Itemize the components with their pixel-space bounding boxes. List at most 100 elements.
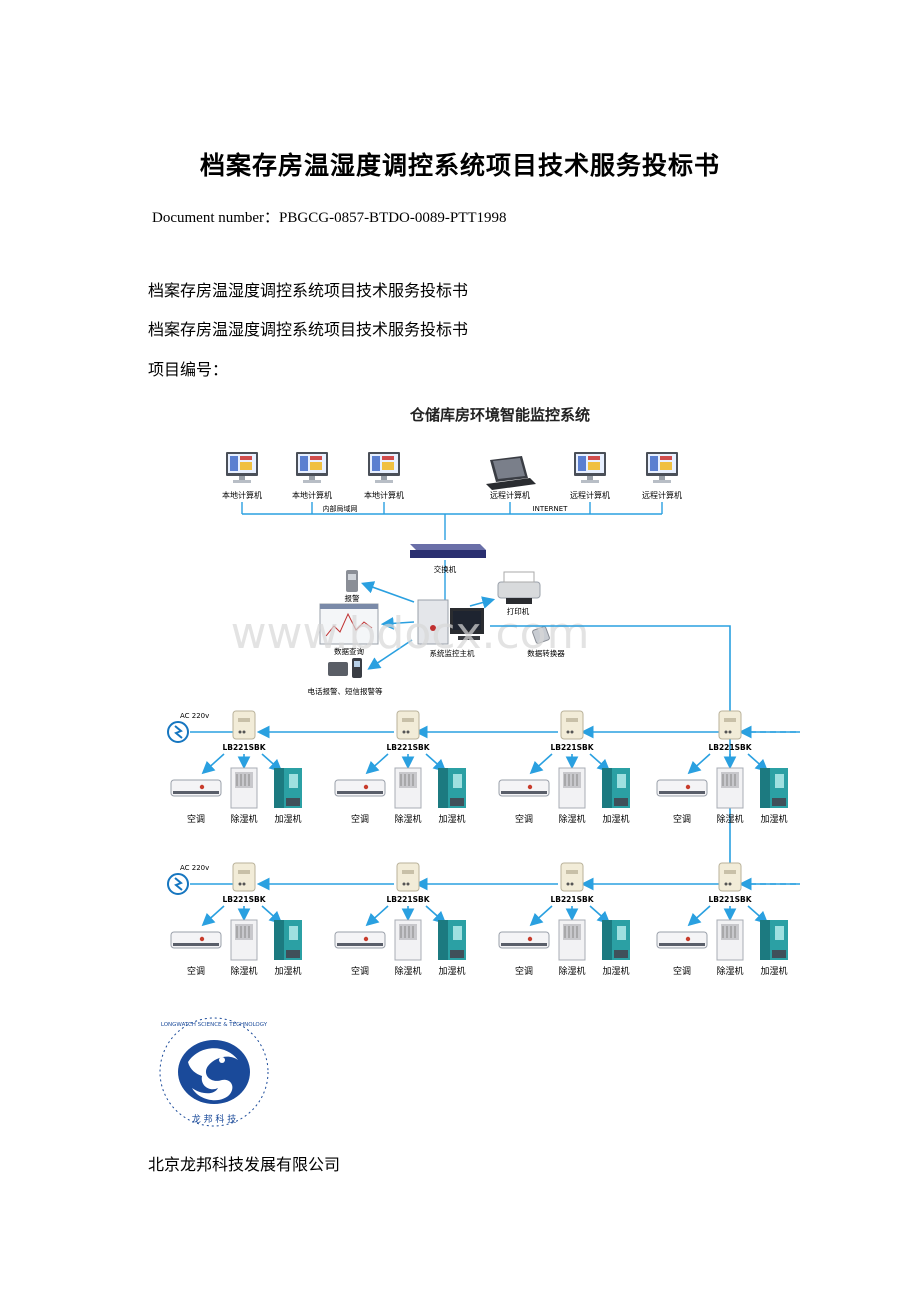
link-arrow bbox=[529, 753, 553, 775]
converter-label: 数据转换器 bbox=[527, 648, 565, 658]
air-conditioner-icon bbox=[334, 779, 386, 797]
switch-icon bbox=[410, 544, 486, 558]
power-icon bbox=[167, 721, 189, 743]
controller-label: LB221SBK bbox=[550, 743, 594, 752]
dehumidifier-icon bbox=[230, 919, 258, 961]
link-arrow bbox=[365, 905, 389, 927]
link-arrow bbox=[261, 905, 283, 925]
device-label: 加湿机 bbox=[438, 965, 465, 977]
air-conditioner-icon bbox=[498, 931, 550, 949]
switch-label: 交换机 bbox=[434, 564, 457, 574]
device-label: 空调 bbox=[673, 965, 691, 977]
air-conditioner-icon bbox=[170, 931, 222, 949]
computer-label: 远程计算机 bbox=[570, 490, 610, 500]
query-label: 数据查询 bbox=[334, 646, 364, 656]
controller-label: LB221SBK bbox=[222, 895, 266, 904]
device-label: 加湿机 bbox=[602, 813, 629, 825]
computer-icon bbox=[368, 452, 400, 483]
company-logo: 龙 邦 科 技 LONGWATCH SCIENCE & TECHNOLOGY bbox=[159, 1017, 269, 1127]
device-label: 除湿机 bbox=[716, 965, 743, 977]
link-arrow bbox=[201, 905, 225, 927]
network-lines bbox=[241, 502, 663, 600]
company-name: 北京龙邦科技发展有限公司 bbox=[148, 1155, 341, 1174]
humidifier-icon bbox=[274, 768, 302, 808]
link-arrow bbox=[425, 905, 447, 925]
logo-ring-text: LONGWATCH SCIENCE & TECHNOLOGY bbox=[161, 1022, 268, 1028]
control-unit: LB221SBK空调除湿机加湿机 bbox=[656, 710, 788, 825]
device-label: 加湿机 bbox=[760, 965, 787, 977]
printer-icon bbox=[497, 571, 541, 604]
power-icon bbox=[167, 873, 189, 895]
humidifier-icon bbox=[438, 920, 466, 960]
dehumidifier-icon bbox=[394, 767, 422, 809]
document-title: 档案存房温湿度调控系统项目技术服务投标书 bbox=[199, 151, 720, 180]
control-unit: LB221SBK空调除湿机加湿机 bbox=[498, 862, 630, 977]
device-label: 加湿机 bbox=[760, 813, 787, 825]
controller-label: LB221SBK bbox=[550, 895, 594, 904]
humidifier-icon bbox=[602, 768, 630, 808]
computer-icon bbox=[226, 452, 258, 483]
link-arrow bbox=[261, 753, 283, 773]
watermark: www.bdocx.com bbox=[231, 608, 590, 659]
paragraph: 项目编号： bbox=[148, 360, 229, 379]
lan-label: 内部局域网 bbox=[323, 504, 358, 513]
device-label: 空调 bbox=[515, 813, 533, 825]
device-label: 除湿机 bbox=[394, 813, 421, 825]
controller-label: LB221SBK bbox=[222, 743, 266, 752]
host-label: 系统监控主机 bbox=[430, 648, 475, 658]
air-conditioner-icon bbox=[656, 779, 708, 797]
data-converter-icon bbox=[532, 626, 550, 644]
humidifier-icon bbox=[274, 920, 302, 960]
dehumidifier-icon bbox=[394, 919, 422, 961]
telephone-icon bbox=[328, 658, 362, 678]
computer-icon bbox=[574, 452, 606, 483]
controller-icon bbox=[232, 710, 256, 740]
link-arrow bbox=[687, 753, 711, 775]
controller-icon bbox=[396, 710, 420, 740]
controller-label: LB221SBK bbox=[386, 743, 430, 752]
link-arrow bbox=[747, 905, 769, 925]
device-label: 除湿机 bbox=[230, 813, 257, 825]
device-label: 加湿机 bbox=[274, 965, 301, 977]
controller-label: LB221SBK bbox=[708, 895, 752, 904]
ac-label: AC 220v bbox=[180, 864, 209, 872]
logo-bottom-text: 龙 邦 科 技 bbox=[192, 1113, 237, 1125]
device-label: 空调 bbox=[673, 813, 691, 825]
link-arrow bbox=[589, 753, 611, 773]
dehumidifier-icon bbox=[558, 919, 586, 961]
air-conditioner-icon bbox=[498, 779, 550, 797]
alarm-phone-icon bbox=[346, 570, 358, 592]
device-label: 除湿机 bbox=[394, 965, 421, 977]
link-arrow bbox=[589, 905, 611, 925]
link-arrow bbox=[687, 905, 711, 927]
computer-icon bbox=[296, 452, 328, 483]
paragraph: 档案存房温湿度调控系统项目技术服务投标书 bbox=[148, 281, 469, 300]
controller-label: LB221SBK bbox=[386, 895, 430, 904]
bus-lines bbox=[490, 625, 800, 885]
control-unit: LB221SBK空调除湿机加湿机 bbox=[170, 862, 302, 977]
device-label: 加湿机 bbox=[602, 965, 629, 977]
laptop-icon bbox=[486, 456, 536, 490]
dragon-emblem bbox=[178, 1040, 250, 1104]
data-query-icon bbox=[319, 603, 379, 645]
control-unit: LB221SBK 空调 除湿机 加湿机 bbox=[498, 710, 630, 825]
dehumidifier-icon bbox=[716, 919, 744, 961]
row-arrows bbox=[256, 725, 720, 891]
dehumidifier-icon bbox=[716, 767, 744, 809]
humidifier-icon bbox=[438, 768, 466, 808]
device-label: 除湿机 bbox=[558, 813, 585, 825]
computer-label: 本地计算机 bbox=[222, 490, 262, 500]
device-label: 空调 bbox=[515, 965, 533, 977]
air-conditioner-icon bbox=[656, 931, 708, 949]
computer-label: 本地计算机 bbox=[364, 490, 404, 500]
printer-label: 打印机 bbox=[507, 606, 530, 616]
controller-icon bbox=[560, 710, 584, 740]
host-computer-icon bbox=[417, 599, 484, 645]
host-arrows bbox=[360, 581, 496, 670]
diagram-title: 仓储库房环境智能监控系统 bbox=[409, 406, 590, 424]
computer-label: 远程计算机 bbox=[642, 490, 682, 500]
controller-icon bbox=[560, 862, 584, 892]
humidifier-icon bbox=[602, 920, 630, 960]
link-arrow bbox=[747, 753, 769, 773]
link-arrow bbox=[201, 753, 225, 775]
